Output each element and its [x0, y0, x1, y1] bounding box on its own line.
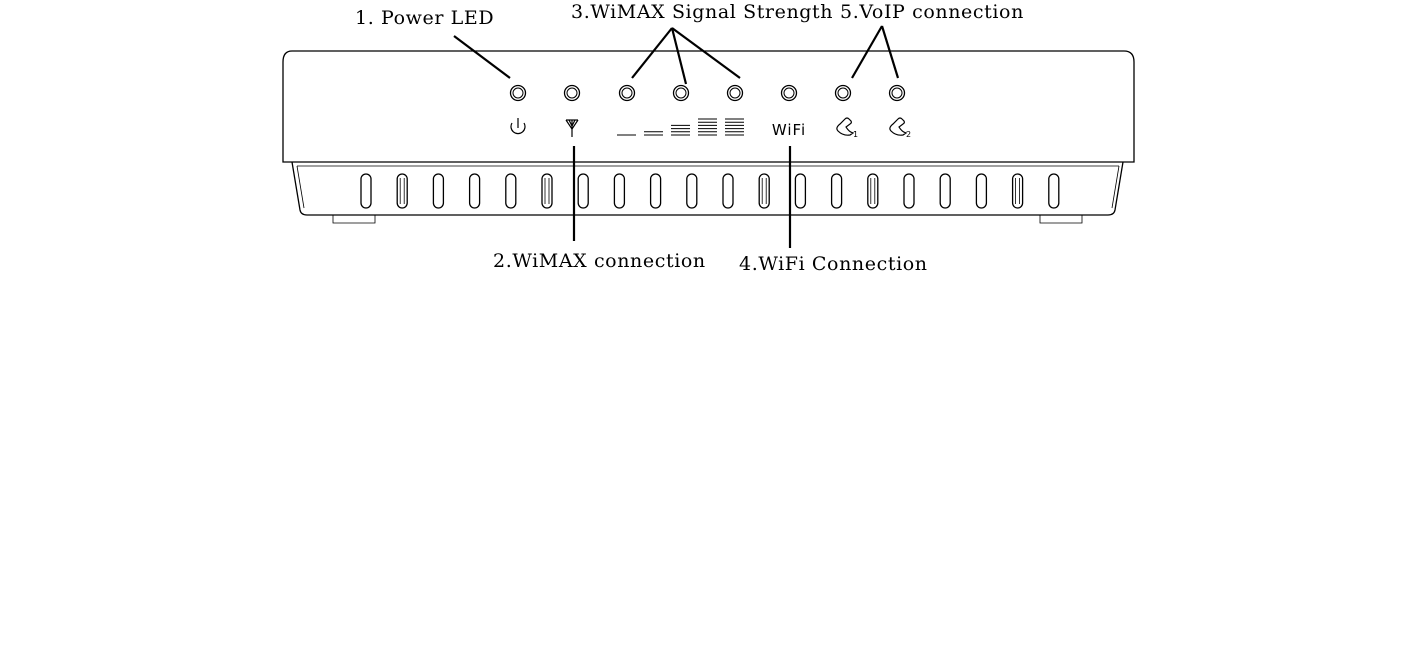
vent-slot [759, 174, 769, 208]
voip-leader-2 [882, 26, 898, 78]
vent-slot [904, 174, 914, 208]
phone-1-number: 1 [853, 130, 858, 139]
vent-slot [506, 174, 516, 208]
wimax-signal-strength-label: 3.WiMAX Signal Strength [571, 1, 833, 23]
vent-slot [832, 174, 842, 208]
signal-led-3 [728, 86, 743, 101]
vent-slot [651, 174, 661, 208]
indicator-icons [511, 118, 906, 137]
vent-slot [687, 174, 697, 208]
voip-2-led [890, 86, 905, 101]
signal-bar-2-icon [644, 132, 663, 135]
signal-bar-5-icon [725, 119, 744, 135]
voip-connection-label: 5.VoIP connection [840, 1, 1024, 23]
vent-slot [470, 174, 480, 208]
vent-slot [795, 174, 805, 208]
signal-led-2 [674, 86, 689, 101]
vent-slot [723, 174, 733, 208]
led-row [511, 86, 905, 101]
wifi-label: WiFi [772, 121, 806, 139]
front-panel-outline [283, 51, 1134, 162]
vent-slot [433, 174, 443, 208]
signal-strength-icons [617, 119, 744, 135]
signal-leader-1 [632, 28, 672, 78]
power-led-leader [454, 36, 510, 78]
vent-slot [868, 174, 878, 208]
voip-1-led [836, 86, 851, 101]
voip-leader-1 [852, 26, 882, 78]
wifi-led [782, 86, 797, 101]
antenna-icon [566, 120, 578, 137]
power-icon [511, 118, 525, 134]
vent-slot [397, 174, 407, 208]
vent-slot [940, 174, 950, 208]
vent-slot [1013, 174, 1023, 208]
ventilation-slots [361, 174, 1059, 208]
vent-slot [976, 174, 986, 208]
vent-slot [578, 174, 588, 208]
right-foot [1040, 215, 1082, 223]
signal-bar-4-icon [698, 119, 717, 135]
wimax-connection-led [565, 86, 580, 101]
phone-2-number: 2 [906, 130, 911, 139]
wimax-connection-label: 2.WiMAX connection [493, 250, 706, 272]
vent-slot [361, 174, 371, 208]
wifi-connection-label: 4.WiFi Connection [739, 253, 928, 275]
vent-slot [614, 174, 624, 208]
vent-slot [542, 174, 552, 208]
base-right-bevel [1112, 166, 1119, 208]
signal-bar-3-icon [671, 125, 690, 135]
power-led-label: 1. Power LED [355, 7, 494, 29]
phone-2-icon [890, 118, 906, 135]
left-foot [333, 215, 375, 223]
power-led [511, 86, 526, 101]
signal-led-1 [620, 86, 635, 101]
vent-slot [1049, 174, 1059, 208]
router-body [283, 51, 1134, 223]
base-outline [292, 162, 1123, 215]
phone-1-icon [837, 118, 853, 135]
